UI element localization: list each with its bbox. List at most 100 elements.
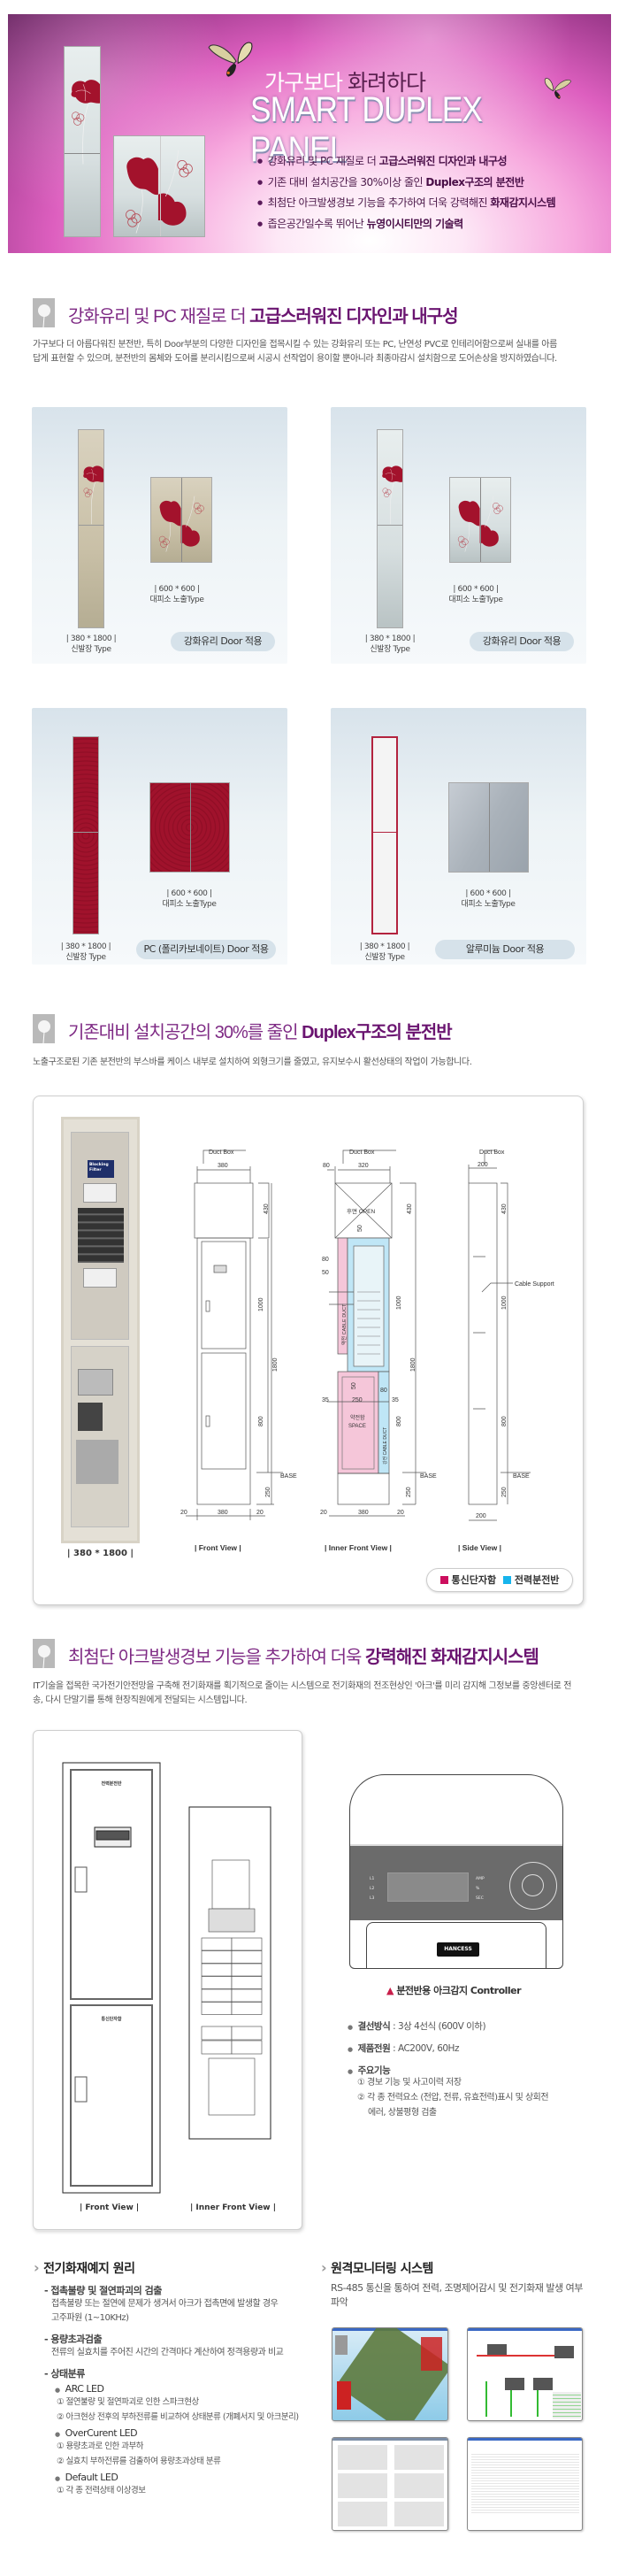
led-name: ARC LED: [65, 2383, 104, 2395]
section-description: 가구보다 더 아름다워진 분전반, 특히 Door부분의 다양한 디자인을 접목…: [33, 340, 557, 364]
section-flower-icon: [33, 1639, 55, 1669]
section-title: 최첨단 아크발생경보 기능을 추가하여 더욱 강력해진 화재감지시스템: [68, 1642, 539, 1668]
bullet-text: 기존 대비 설치공간을 30%이상 줄인: [267, 176, 426, 188]
legend-pink-swatch: [439, 1576, 448, 1584]
panel-photo: Blocking Filter: [61, 1117, 140, 1543]
spec-key: 제품전원: [357, 2043, 391, 2054]
hero-bullet: 좁은공간일수록 뛰어난 뉴영이시티만의 기술력: [257, 216, 464, 231]
dim-label: 35: [322, 1397, 329, 1403]
duct-label: 약전 CABLE DUCT: [340, 1303, 348, 1345]
tall-door-type: 신발장 Type: [71, 645, 111, 654]
bullet-bold: 뉴영이시티만의 기술력: [366, 218, 464, 230]
breaker: [208, 2057, 256, 2116]
dim-label: 430: [501, 1203, 508, 1214]
section-title: 기존대비 설치공간의 30%를 줄인 Duplex구조의 분전반: [68, 1018, 453, 1043]
dim-label: 380: [218, 1163, 228, 1169]
duct-label: 강전 CABLE DUCT: [382, 1427, 388, 1465]
dim-label: 250: [352, 1397, 363, 1403]
principle-text: 접촉불량 또는 절연에 문제가 생겨서 아크가 접촉면에 발생할 경우: [51, 2299, 279, 2309]
function-line: 에러, 상불평형 검출: [368, 2108, 437, 2118]
breaker: [231, 1976, 263, 1989]
view-caption: | Inner Front View |: [325, 1543, 392, 1552]
principle-text: 전류의 실효치를 주어진 시간의 간격마다 계산하여 정격용량과 비교: [51, 2348, 284, 2357]
triangle-up-icon: ▲: [386, 1985, 394, 1996]
monitoring-screenshot-report: [467, 2437, 583, 2531]
led-description: ① 용량초과로 인한 과부하: [57, 2441, 143, 2451]
color-legend: 통신단자함 전력분전반: [426, 1568, 573, 1592]
legend-label: 전력분전반: [514, 1574, 560, 1586]
door-type-panel: | 600 * 600 | 대피소 노출Type | 380 * 1800 | 신발장…: [331, 708, 586, 965]
tall-door-size: | 380 * 1800 |: [359, 942, 410, 951]
bullet-bold: Duplex구조의 분전반: [425, 176, 524, 188]
dim-label: 800: [396, 1416, 402, 1426]
flower-icon: [65, 65, 101, 171]
dim-label: BASE: [280, 1473, 297, 1480]
dim-label: 20: [397, 1510, 404, 1516]
section-description: 노출구조로된 기존 분전반의 부스바를 케이스 내부로 설치하여 외형크기를 줄…: [33, 1057, 472, 1067]
principle-text: 고주파원 (1~10KHz): [51, 2313, 129, 2323]
controller-specs: ●결선방식 : 3상 4선식 (600V 이하)●제품전원 : AC200V, …: [348, 2016, 486, 2082]
wide-door-image: [150, 477, 212, 563]
view-caption: | Front View |: [195, 1543, 241, 1552]
spec-item: ●제품전원 : AC200V, 60Hz: [348, 2043, 459, 2054]
led-name: Default LED: [65, 2472, 118, 2483]
dim-label: 430: [264, 1203, 270, 1214]
dim-label: 20: [180, 1510, 187, 1516]
breaker: [201, 2026, 233, 2041]
breaker: [231, 1937, 263, 1951]
dimension-drawings: Duct Box 380 430 1000 1800 800 BASE 250 …: [180, 1150, 554, 1552]
dim-label: Duct Box: [209, 1150, 234, 1156]
title-normal: 기존대비 설치공간의 30%를 줄인: [68, 1023, 302, 1042]
telecom-space: [337, 1371, 379, 1474]
dim-label: BASE: [420, 1473, 437, 1480]
monitoring-screenshot-diagram: [467, 2327, 583, 2421]
dim-label: Cable Support: [515, 1281, 554, 1288]
tall-door-type: 신발장 Type: [364, 953, 405, 962]
wide-door-type: 대피소 노출Type: [461, 900, 516, 909]
breaker: [201, 1950, 233, 1964]
breaker: [231, 2040, 263, 2055]
dim-label: BASE: [513, 1473, 530, 1480]
hero-background: [8, 14, 611, 253]
space-label: 약전함: [350, 1414, 365, 1421]
wide-door-type: 대피소 노출Type: [149, 596, 204, 604]
controller-cover: [366, 1922, 546, 1968]
section-flower-icon: [33, 298, 55, 328]
selector-dial[interactable]: [509, 1862, 557, 1910]
blocking-filter-label: Blocking Filter: [88, 1160, 114, 1178]
tall-door-size: | 380 * 1800 |: [60, 942, 111, 951]
section-description: IT기술을 접목한 국가전기안전망을 구축해 전기화재를 획기적으로 줄이는 시…: [33, 1681, 572, 1705]
spec-value: : AC200V, 60Hz: [390, 2043, 459, 2054]
led-description: ② 실효치 부하전류를 검출하여 용량초과상태 분류: [57, 2457, 221, 2466]
dim-label: 50: [351, 1382, 357, 1389]
wide-door-size: | 600 * 600 |: [465, 889, 511, 898]
title-normal: 최첨단 아크발생경보 기능을 추가하여 더욱: [68, 1648, 365, 1667]
dim-label: 800: [258, 1416, 264, 1426]
breaker: [231, 2026, 263, 2041]
principle-subtitle: - 상태분류: [44, 2368, 85, 2380]
tall-door-type: 신발장 Type: [370, 645, 410, 654]
dim-label: 20: [256, 1510, 264, 1516]
door-label: 전력분전반: [101, 1780, 121, 1787]
dim-label: 20: [320, 1510, 327, 1516]
breaker: [231, 1963, 263, 1977]
tall-door-type: 신발장 Type: [65, 953, 106, 962]
space-label: SPACE: [348, 1424, 366, 1429]
legend-label: 통신단자함: [451, 1574, 497, 1586]
hero-bullet: 기존 대비 설치공간을 30%이상 줄인 Duplex구조의 분전반: [257, 174, 524, 189]
led-label: L1: [370, 1877, 375, 1881]
tall-door-image: [78, 429, 104, 628]
dim-label: 1000: [396, 1296, 402, 1310]
view-caption: | Side View |: [458, 1543, 501, 1552]
bullet-bold: 고급스러워진 디자인과 내구성: [378, 155, 508, 167]
breaker: [211, 1859, 250, 1910]
dim-label: 320: [358, 1163, 369, 1169]
breaker: [231, 2002, 263, 2015]
led-type: ●OverCurent LED: [55, 2427, 138, 2439]
front-view-caption: | Front View |: [80, 2203, 140, 2212]
led-label: SEC: [476, 1896, 484, 1901]
title-bold: 강력해진 화재감지시스템: [364, 1648, 539, 1667]
front-upper-door: [201, 1241, 247, 1350]
breaker: [201, 1937, 233, 1951]
